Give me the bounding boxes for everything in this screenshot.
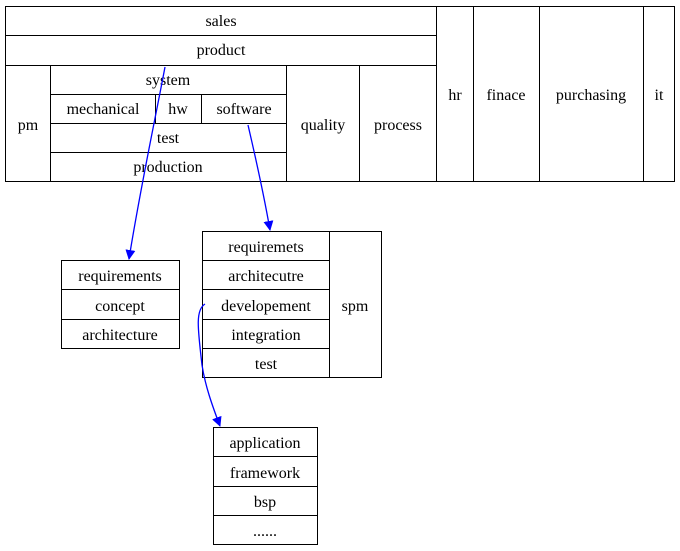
pm-label: pm bbox=[18, 117, 39, 134]
it-label: it bbox=[655, 87, 664, 104]
sales-label: sales bbox=[205, 13, 236, 30]
system-detail-label: concept bbox=[95, 298, 145, 315]
test-label: test bbox=[157, 130, 180, 147]
development-detail-label: ...... bbox=[253, 523, 277, 540]
finace-cell[interactable] bbox=[473, 6, 540, 182]
system-to-detail-edge bbox=[125, 66, 166, 260]
production-label: production bbox=[133, 159, 202, 176]
software-detail-label: test bbox=[255, 356, 278, 373]
hr-label: hr bbox=[448, 87, 462, 104]
development-detail-item[interactable] bbox=[213, 486, 318, 516]
software-detail-node: requiremets architecutre developement in… bbox=[202, 231, 382, 378]
development-detail-item[interactable] bbox=[213, 456, 318, 487]
software-label: software bbox=[216, 101, 271, 118]
sales-cell[interactable] bbox=[5, 6, 437, 36]
it-cell[interactable] bbox=[643, 6, 675, 182]
quality-cell[interactable] bbox=[286, 65, 360, 182]
system-detail-item[interactable] bbox=[61, 260, 180, 290]
production-cell[interactable] bbox=[50, 152, 287, 182]
system-detail-item[interactable] bbox=[61, 289, 180, 320]
hw-label: hw bbox=[168, 101, 188, 118]
process-cell[interactable] bbox=[359, 65, 437, 182]
system-detail-label: requirements bbox=[78, 268, 162, 285]
software-detail-label: architecutre bbox=[228, 268, 304, 285]
software-detail-label: requiremets bbox=[228, 239, 304, 256]
purchasing-cell[interactable] bbox=[539, 6, 644, 182]
hw-cell[interactable] bbox=[155, 94, 202, 124]
development-detail-label: bsp bbox=[254, 494, 276, 511]
software-to-detail-edge bbox=[247, 124, 274, 231]
quality-label: quality bbox=[301, 117, 345, 134]
software-detail-item[interactable] bbox=[202, 231, 330, 261]
spm-label: spm bbox=[342, 298, 369, 315]
development-detail-label: framework bbox=[230, 465, 300, 482]
development-detail-node: application framework bsp ...... bbox=[213, 427, 318, 545]
spm-cell[interactable] bbox=[329, 231, 382, 378]
system-detail-label: architecture bbox=[82, 327, 158, 344]
system-detail-node: requirements concept architecture bbox=[61, 260, 180, 349]
mechanical-label: mechanical bbox=[67, 101, 140, 118]
software-detail-item[interactable] bbox=[202, 319, 330, 349]
software-detail-label: developement bbox=[221, 298, 311, 315]
development-detail-label: application bbox=[229, 435, 300, 452]
test-cell[interactable] bbox=[50, 123, 287, 153]
org-record: sales product pm system mechanical hw so… bbox=[5, 6, 675, 182]
development-detail-item[interactable] bbox=[213, 515, 318, 545]
pm-cell[interactable] bbox=[5, 65, 51, 182]
process-label: process bbox=[374, 117, 422, 134]
system-detail-item[interactable] bbox=[61, 319, 180, 349]
development-detail-item[interactable] bbox=[213, 427, 318, 457]
purchasing-label: purchasing bbox=[556, 87, 626, 104]
finace-label: finace bbox=[486, 87, 525, 104]
product-label: product bbox=[197, 42, 246, 59]
software-detail-label: integration bbox=[231, 327, 300, 344]
hr-cell[interactable] bbox=[436, 6, 474, 182]
developement-to-detail-edge bbox=[197, 303, 222, 427]
system-label: system bbox=[146, 72, 191, 89]
product-cell[interactable] bbox=[5, 35, 437, 66]
